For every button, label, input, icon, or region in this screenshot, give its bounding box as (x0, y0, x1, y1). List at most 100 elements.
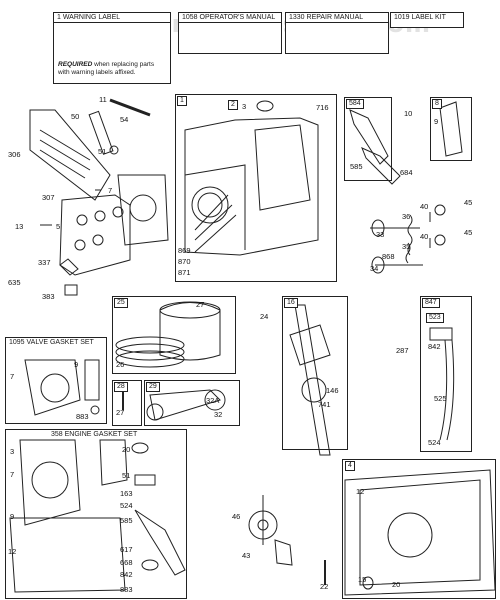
part-label-9: 9 (434, 117, 439, 126)
cylinder-box (175, 94, 337, 282)
sump-box-number: 4 (345, 461, 355, 471)
repair-manual-title: 1330 REPAIR MANUAL (286, 13, 388, 23)
dipstick-box (420, 296, 472, 452)
part-label-43: 43 (242, 551, 251, 560)
label-kit-2-title: 1019 LABEL KIT (394, 14, 446, 21)
rocker-cover-box (430, 97, 472, 161)
part-label-32: 32 (214, 410, 223, 419)
cylinder-box-number: 1 (177, 96, 187, 106)
part-label-46: 46 (232, 512, 241, 521)
part-label-10: 10 (404, 109, 413, 118)
part-label-32A: 32A (206, 396, 220, 405)
required-note: REQUIRED when replacing parts with warni… (58, 61, 154, 77)
connecting-rod-box (144, 380, 240, 426)
part-label-26: 26 (116, 360, 125, 369)
engine-gasket-label-842: 842 (120, 570, 133, 579)
part-label-525: 525 (434, 394, 447, 403)
part-label-5: 5 (56, 222, 61, 231)
valve-gasket-label-883: 883 (76, 412, 89, 421)
warning-label-kit: 1 WARNING LABEL REQUIRED when replacing … (53, 12, 171, 84)
part-label-22: 22 (320, 582, 329, 591)
engine-gasket-label-668: 668 (120, 558, 133, 567)
part-label-287: 287 (396, 346, 409, 355)
engine-gasket-label-883: 883 (120, 585, 133, 594)
required-note-line2: with warning labels affixed. (58, 69, 136, 76)
valve-gasket-label-9: 9 (74, 360, 79, 369)
part-label-13: 13 (15, 222, 24, 231)
part-label-868: 868 (382, 252, 395, 261)
operators-manual-title: 1058 OPERATOR'S MANUAL (179, 13, 281, 23)
part-label-146: 146 (326, 386, 339, 395)
engine-gasket-label-3: 3 (10, 447, 15, 456)
part-label-869: 869 (178, 246, 191, 255)
engine-gasket-label-617: 617 (120, 545, 133, 554)
crankshaft-box-number: 16 (284, 298, 298, 308)
part-label-40-lower: 40 (420, 232, 429, 241)
part-label-716: 716 (316, 103, 329, 112)
engine-gasket-label-9: 9 (10, 512, 15, 521)
engine-gasket-label-51: 51 (122, 471, 131, 480)
part-label-45-lower: 45 (464, 228, 473, 237)
valve-gasket-set-title: 1095 VALVE GASKET SET (9, 339, 94, 346)
part-label-306: 306 (8, 150, 21, 159)
part-label-337: 337 (38, 258, 51, 267)
part-label-7: 7 (108, 186, 113, 195)
part-label-870: 870 (178, 257, 191, 266)
part-label-842: 842 (428, 342, 441, 351)
piston-pin-box-number: 28 (114, 382, 128, 392)
engine-gasket-label-7: 7 (10, 470, 15, 479)
part-label-20: 20 (392, 580, 401, 589)
part-label-684: 684 (400, 168, 413, 177)
part-label-383: 383 (42, 292, 55, 301)
part-label-33: 33 (376, 230, 385, 239)
dipstick-box-number: 847 (422, 298, 440, 308)
part-label-15: 15 (358, 575, 367, 584)
part-label-35: 35 (402, 242, 411, 251)
dipstick-cap-box-number: 523 (426, 313, 444, 323)
part-label-307: 307 (42, 193, 55, 202)
piston-pin-box (112, 380, 142, 426)
crankshaft-box (282, 296, 348, 450)
part-label-27-pin: 27 (116, 408, 125, 417)
part-label-871: 871 (178, 268, 191, 277)
engine-gasket-label-524: 524 (120, 501, 133, 510)
part-label-51: 51 (98, 147, 107, 156)
engine-gasket-set-title: 358 ENGINE GASKET SET (51, 431, 138, 438)
part-label-24: 24 (260, 312, 269, 321)
engine-gasket-label-585: 585 (120, 516, 133, 525)
part-label-635: 635 (8, 278, 21, 287)
part-label-36: 36 (402, 212, 411, 221)
valve-gasket-set-box: 1095 VALVE GASKET SET (5, 337, 107, 424)
part-label-50: 50 (71, 112, 80, 121)
label-kit-2: 1019 LABEL KIT (390, 12, 464, 28)
operators-manual-kit: 1058 OPERATOR'S MANUAL (178, 12, 282, 54)
part-label-34: 34 (370, 264, 379, 273)
seal-box-number: 2 (228, 100, 238, 110)
engine-gasket-label-12: 12 (8, 547, 17, 556)
sump-box (342, 459, 496, 599)
part-label-11: 11 (99, 95, 107, 104)
part-label-54: 54 (120, 115, 129, 124)
repair-manual-kit: 1330 REPAIR MANUAL (285, 12, 389, 54)
part-label-3: 3 (242, 102, 247, 111)
warning-label-kit-title: 1 WARNING LABEL (54, 13, 170, 23)
rocker-box-number: 584 (346, 99, 364, 109)
engine-gasket-set-box: 358 ENGINE GASKET SET (5, 429, 187, 599)
part-label-12: 12 (356, 487, 365, 496)
part-label-40-upper: 40 (420, 202, 429, 211)
piston-box (112, 296, 236, 374)
connecting-rod-box-number: 29 (146, 382, 160, 392)
part-label-27: 27 (196, 300, 205, 309)
required-note-line1: when replacing parts (92, 61, 155, 68)
part-label-45-upper: 45 (464, 198, 473, 207)
part-label-585: 585 (350, 162, 363, 171)
rocker-cover-box-number: 8 (432, 99, 442, 109)
valve-gasket-label-7: 7 (10, 372, 15, 381)
part-label-741: 741 (318, 400, 331, 409)
piston-box-number: 25 (114, 298, 128, 308)
rocker-box (344, 97, 392, 181)
engine-gasket-label-163: 163 (120, 489, 133, 498)
part-label-524: 524 (428, 438, 441, 447)
required-note-bold: REQUIRED (58, 61, 93, 68)
engine-gasket-label-20: 20 (122, 445, 131, 454)
